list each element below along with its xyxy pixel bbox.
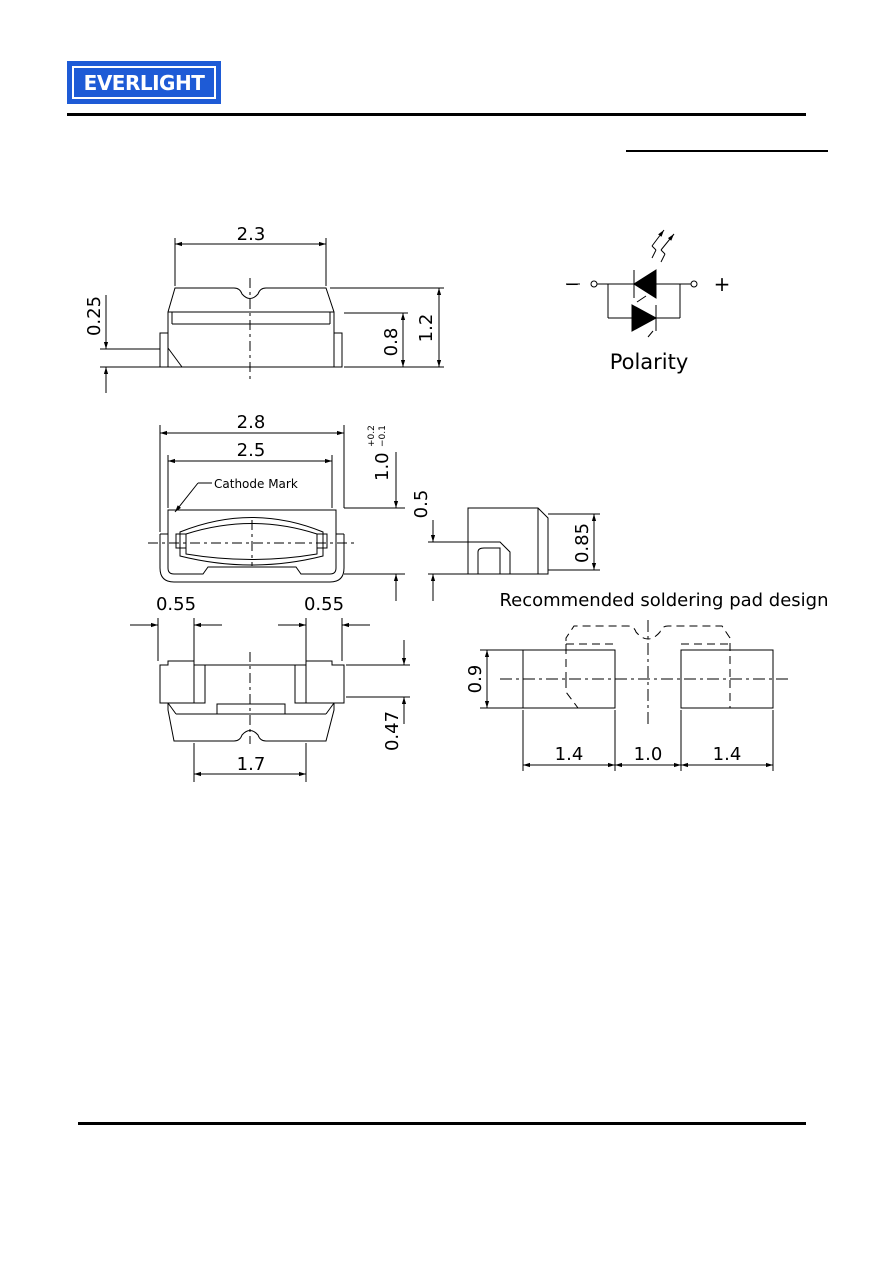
cathode-mark-label: Cathode Mark (214, 477, 298, 491)
logo-text: EVERLIGHT (83, 70, 205, 95)
polarity-plus: + (714, 272, 731, 296)
front-height-tol-plus: +0.2 (367, 425, 377, 447)
front-view (148, 425, 405, 601)
solder-pad-gap-label: 1.0 (634, 744, 663, 765)
top-view (100, 238, 444, 393)
solder-pad-title: Recommended soldering pad design (499, 590, 828, 611)
polarity-label: Polarity (610, 350, 689, 374)
solder-pad-height-label: 0.9 (465, 665, 486, 694)
front-inner-width-label: 2.5 (237, 440, 266, 461)
solder-pad-view (480, 620, 790, 771)
polarity-symbol (566, 229, 698, 338)
polarity-minus: − (564, 274, 579, 295)
bottom-pad-left-label: 0.55 (156, 594, 196, 615)
front-height-tol-minus: −0.1 (378, 425, 388, 447)
header-rule (67, 113, 806, 116)
solder-pad-right-width-label: 1.4 (713, 744, 742, 765)
bottom-view (130, 618, 410, 782)
top-total-height-label: 1.2 (416, 314, 437, 343)
bottom-pad-height-label: 0.47 (382, 711, 403, 751)
front-height-label: 1.0 (372, 452, 393, 481)
top-pad-height-label: 0.25 (84, 296, 105, 336)
everlight-logo: EVERLIGHT (67, 61, 221, 104)
header-short-rule (626, 150, 828, 152)
top-body-height-label: 0.8 (381, 328, 402, 357)
bottom-pad-right-label: 0.55 (304, 594, 344, 615)
solder-pad-left-width-label: 1.4 (555, 744, 584, 765)
side-offset-label: 0.5 (411, 490, 432, 519)
bottom-pad-spacing-label: 1.7 (237, 754, 266, 775)
footer-rule (78, 1122, 806, 1125)
side-view (428, 507, 600, 601)
front-overall-width-label: 2.8 (237, 412, 266, 433)
top-width-label: 2.3 (237, 224, 266, 245)
side-height-label: 0.85 (572, 523, 593, 563)
